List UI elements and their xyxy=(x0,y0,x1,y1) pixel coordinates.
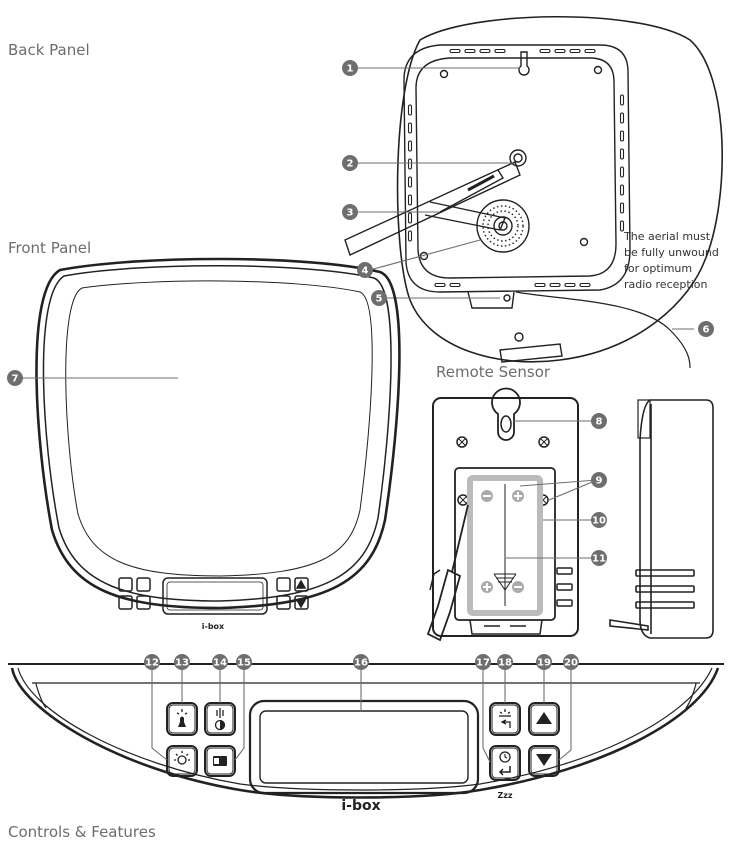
svg-text:5: 5 xyxy=(376,294,383,305)
callout-19: 19 xyxy=(536,654,552,670)
sensor-leaders xyxy=(506,420,598,559)
aerial-note-line: for optimum xyxy=(624,262,693,275)
speaker-grille xyxy=(476,199,530,253)
svg-text:10: 10 xyxy=(592,516,606,527)
button-13-alarm[interactable] xyxy=(166,702,198,736)
callout-6: 6 xyxy=(698,321,714,337)
button-18-snooze-light[interactable] xyxy=(489,702,521,736)
svg-text:6: 6 xyxy=(703,325,710,336)
callout-markers: 1 2 3 4 5 6 7 8 9 10 11 12 13 14 15 16 1… xyxy=(7,60,714,670)
button-17-time-set[interactable] xyxy=(489,745,521,781)
button-20-down[interactable] xyxy=(528,745,560,777)
button-15-mode[interactable] xyxy=(204,745,236,777)
callout-15: 15 xyxy=(236,654,252,670)
controls-features-heading: Controls & Features xyxy=(8,823,156,841)
callout-13: 13 xyxy=(174,654,190,670)
callout-7: 7 xyxy=(7,370,23,386)
callout-18: 18 xyxy=(497,654,513,670)
aerial-note-line: radio reception xyxy=(624,278,708,291)
callout-14: 14 xyxy=(212,654,228,670)
controls-leaders xyxy=(151,669,572,763)
callout-12: 12 xyxy=(144,654,160,670)
back-leaders xyxy=(358,67,694,330)
callout-4: 4 xyxy=(357,262,373,278)
front-brand-logo: i-box xyxy=(202,622,225,631)
svg-text:14: 14 xyxy=(213,658,227,669)
svg-text:18: 18 xyxy=(498,658,512,669)
callout-2: 2 xyxy=(342,155,358,171)
button-14-volume-dimmer[interactable] xyxy=(204,702,236,736)
svg-text:20: 20 xyxy=(564,658,578,669)
snooze-label: Zzz xyxy=(497,791,512,800)
remote-sensor-front xyxy=(426,387,579,642)
back-panel-heading: Back Panel xyxy=(8,41,90,59)
svg-text:3: 3 xyxy=(347,208,354,219)
callout-5: 5 xyxy=(371,290,387,306)
svg-text:7: 7 xyxy=(12,374,19,385)
remote-sensor-side xyxy=(609,399,714,639)
controls-closeup xyxy=(8,663,724,799)
callout-8: 8 xyxy=(591,413,607,429)
aerial-note: The aerial must be fully unwound for opt… xyxy=(624,229,732,293)
svg-text:8: 8 xyxy=(596,417,603,428)
svg-text:12: 12 xyxy=(145,658,159,669)
stand-leg xyxy=(344,161,521,256)
button-12-light[interactable] xyxy=(166,745,198,777)
svg-text:19: 19 xyxy=(537,658,551,669)
svg-text:16: 16 xyxy=(354,658,368,669)
callout-10: 10 xyxy=(591,512,607,528)
svg-text:17: 17 xyxy=(476,658,490,669)
svg-text:9: 9 xyxy=(596,476,603,487)
callout-9: 9 xyxy=(591,472,607,488)
svg-text:13: 13 xyxy=(175,658,189,669)
callout-1: 1 xyxy=(342,60,358,76)
svg-text:4: 4 xyxy=(362,266,369,277)
svg-text:2: 2 xyxy=(347,159,354,170)
aerial-note-line: be fully unwound xyxy=(624,246,719,259)
remote-sensor-heading: Remote Sensor xyxy=(436,363,551,381)
svg-text:1: 1 xyxy=(347,64,354,75)
callout-11: 11 xyxy=(591,550,607,566)
svg-text:15: 15 xyxy=(237,658,251,669)
callout-20: 20 xyxy=(563,654,579,670)
callout-16: 16 xyxy=(353,654,369,670)
button-19-up[interactable] xyxy=(528,702,560,736)
callout-3: 3 xyxy=(342,204,358,220)
svg-text:11: 11 xyxy=(592,554,606,565)
wall-hanger xyxy=(518,51,530,76)
back-panel-diagram xyxy=(344,15,724,369)
callout-17: 17 xyxy=(475,654,491,670)
front-panel-heading: Front Panel xyxy=(8,239,92,257)
controls-brand-logo: i-box xyxy=(341,798,380,814)
aerial-note-line: The aerial must xyxy=(624,230,711,243)
front-panel-diagram xyxy=(35,257,401,615)
